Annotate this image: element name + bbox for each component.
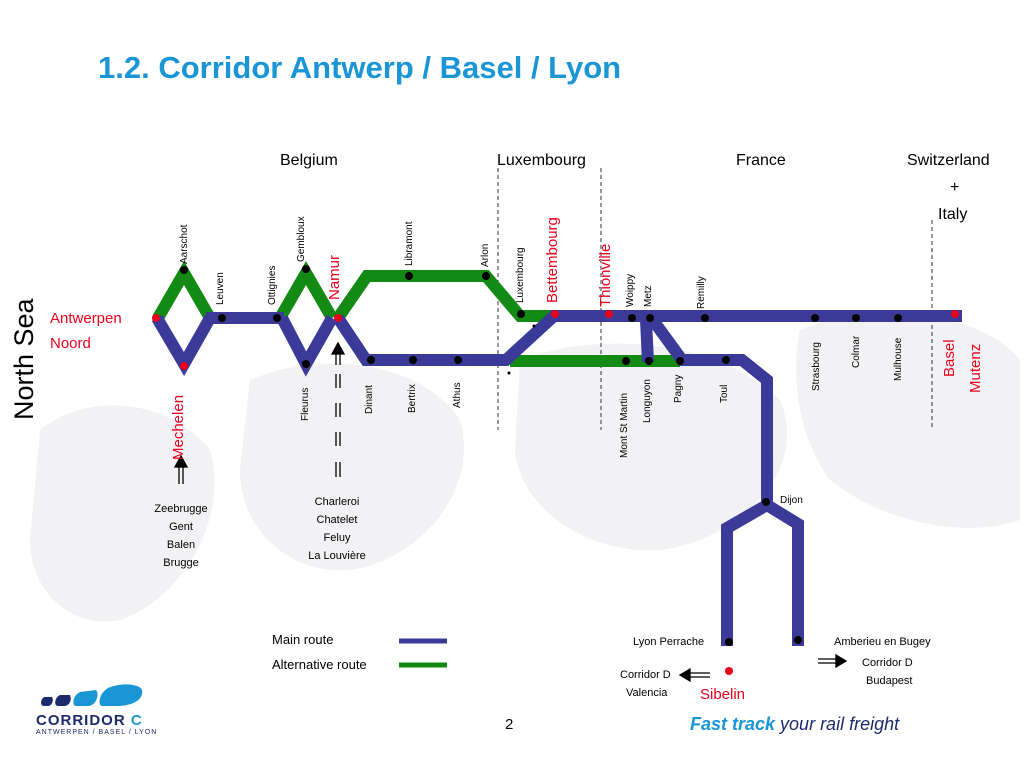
budapest-arrowhead xyxy=(835,653,848,669)
tagline-rest: your rail freight xyxy=(775,714,900,734)
dot-colmar xyxy=(852,314,860,322)
corridor-c-logo-icon xyxy=(41,684,143,706)
namur-feed-arrowhead xyxy=(330,341,346,355)
feeder-la-louviere: La Louvière xyxy=(308,550,366,562)
dot-libramont xyxy=(405,272,413,280)
page-number: 2 xyxy=(505,716,514,733)
country-luxembourg: Luxembourg xyxy=(497,152,586,169)
namur-feeder-list: Charleroi Chatelet Feluy La Louvière xyxy=(282,493,392,565)
dot-athus xyxy=(454,356,462,364)
feeder-brugge: Brugge xyxy=(163,557,199,569)
dot-strasbourg xyxy=(811,314,819,322)
dot-antwerpen-noord xyxy=(152,314,160,322)
alt-route-aarschot xyxy=(152,261,216,322)
dot-woippy xyxy=(628,314,636,322)
dot-bettembourg xyxy=(551,310,559,318)
dot-mont-st-martin xyxy=(622,357,630,365)
dot-leuven xyxy=(218,314,226,322)
dot-bertrix xyxy=(409,356,417,364)
country-borders xyxy=(497,168,933,430)
dot-remilly xyxy=(701,314,709,322)
terminal-antwerpen-noord: Antwerpen Noord xyxy=(50,306,122,356)
label-dijon: Dijon xyxy=(780,495,803,506)
dot-lyon-perrache xyxy=(725,638,733,646)
dot-marker-b xyxy=(507,371,511,375)
dot-dijon xyxy=(762,498,770,506)
country-switzerland: Switzerland xyxy=(907,152,990,169)
dot-ottignies xyxy=(273,314,281,322)
label-amberieu: Amberieu en Bugey xyxy=(834,636,931,648)
dot-luxembourg xyxy=(517,310,525,318)
feeder-arrows xyxy=(173,341,848,683)
dot-mulhouse xyxy=(894,314,902,322)
legend-alternative-route: Alternative route xyxy=(272,657,367,672)
dot-amberieu xyxy=(794,636,802,644)
dot-thionville xyxy=(605,310,613,318)
country-plus: + xyxy=(950,179,960,196)
country-italy: Italy xyxy=(938,206,968,223)
mechelen-feed-arrowhead xyxy=(173,454,189,468)
valencia-corridor-label: Corridor D xyxy=(620,669,671,681)
feeder-feluy: Feluy xyxy=(323,532,351,544)
alt-route-gembloux xyxy=(274,261,338,322)
main-route-dinant-athus xyxy=(333,311,559,366)
terminal-sibelin: Sibelin xyxy=(700,686,746,703)
dot-metz xyxy=(646,314,654,322)
station-dots xyxy=(180,265,902,646)
logo-name: CORRIDOR C xyxy=(36,712,143,729)
feeder-zeebrugge: Zeebrugge xyxy=(154,503,208,515)
antwerpen-line2: Noord xyxy=(50,335,91,352)
feeder-charleroi: Charleroi xyxy=(314,496,360,508)
logo-subtitle: ANTWERPEN / BASEL / LYON xyxy=(36,729,158,736)
dot-longuyon xyxy=(645,357,653,365)
main-route-metz-link xyxy=(640,319,654,363)
country-france: France xyxy=(736,152,786,169)
budapest-city-label: Budapest xyxy=(866,675,913,687)
tagline: Fast track your rail freight xyxy=(690,714,899,735)
feeder-balen: Balen xyxy=(166,539,196,551)
dot-aarschot xyxy=(180,266,188,274)
valencia-arrowhead xyxy=(678,667,691,683)
dot-gembloux xyxy=(302,265,310,273)
valencia-city-label: Valencia xyxy=(626,687,668,699)
dot-sibelin xyxy=(725,667,733,675)
main-route-mechelen xyxy=(151,314,216,377)
dot-fleurus xyxy=(302,360,310,368)
page-title: 1.2. Corridor Antwerp / Basel / Lyon xyxy=(98,50,622,85)
main-route-fleurus xyxy=(276,315,338,377)
main-route-amberieu xyxy=(763,499,804,646)
dot-pagny xyxy=(676,357,684,365)
dot-namur xyxy=(334,314,342,322)
main-routes xyxy=(151,310,962,646)
country-belgium: Belgium xyxy=(280,152,338,169)
mechelen-feeder-list: Zeebrugge Gent Balen Brugge xyxy=(126,500,236,572)
label-lyon-perrache: Lyon Perrache xyxy=(633,636,705,648)
dot-arlon xyxy=(482,272,490,280)
dot-toul xyxy=(722,356,730,364)
feeder-chatelet: Chatelet xyxy=(316,514,358,526)
budapest-corridor-label: Corridor D xyxy=(862,657,913,669)
dot-basel-mutenz xyxy=(951,310,959,318)
tagline-bold: Fast track xyxy=(690,714,776,734)
dot-marker-a xyxy=(532,324,536,328)
dot-dinant xyxy=(367,356,375,364)
feeder-gent: Gent xyxy=(169,521,193,533)
dot-mechelen xyxy=(180,362,188,370)
terminal-dots xyxy=(152,310,959,675)
antwerpen-line1: Antwerpen xyxy=(50,310,122,327)
legend-main-route: Main route xyxy=(272,632,334,647)
